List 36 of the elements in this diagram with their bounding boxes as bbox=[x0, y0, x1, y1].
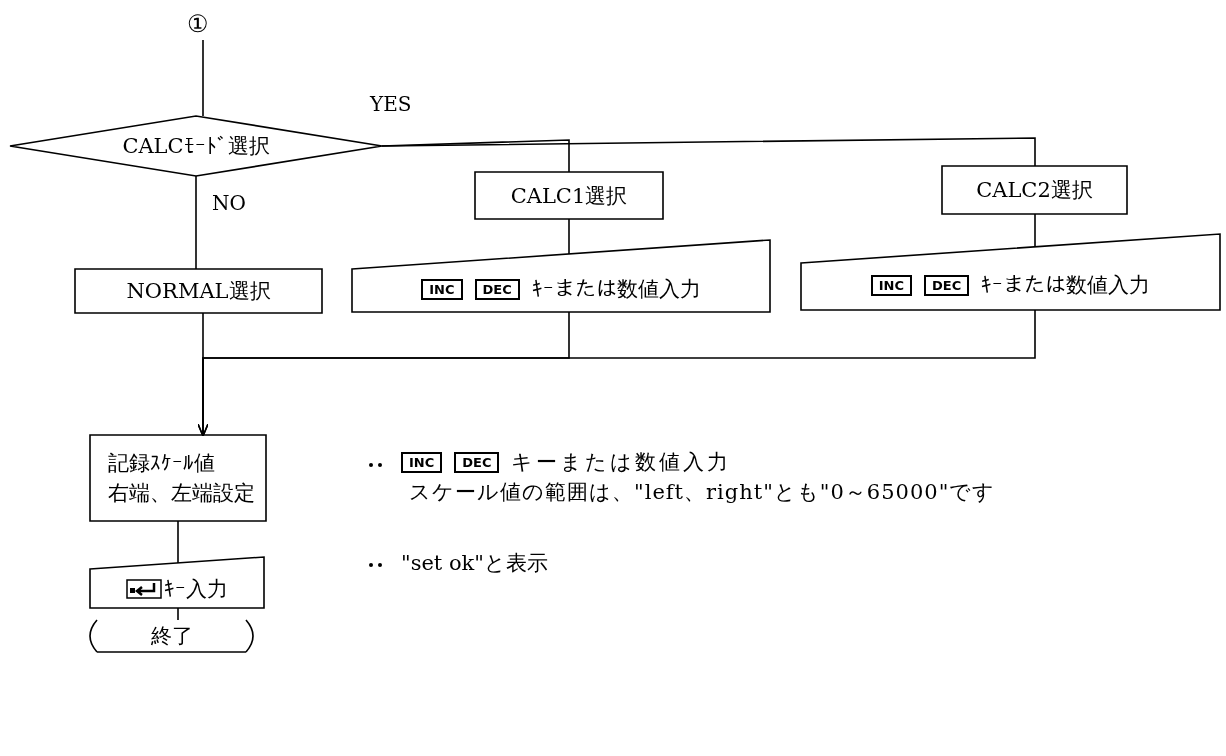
box-label: ｷｰ入力 bbox=[164, 575, 228, 603]
process-box bbox=[90, 435, 266, 521]
connector-line bbox=[177, 607, 179, 621]
box-label: ｷｰまたは数値入力 bbox=[531, 276, 701, 303]
connector-line bbox=[195, 175, 197, 270]
box-label: 右端、左端設定 bbox=[108, 480, 255, 507]
connector-number: ① bbox=[187, 10, 209, 38]
box-label: NORMAL選択 bbox=[126, 278, 271, 305]
key-cap: DEC bbox=[924, 274, 970, 296]
process-box bbox=[475, 172, 663, 219]
arrow bbox=[197, 309, 1036, 437]
note-text: キーまたは数値入力 bbox=[511, 449, 732, 476]
note-text: スケール値の範囲は、"left、right"とも"0～65000"です bbox=[409, 479, 996, 506]
connector-line bbox=[1034, 213, 1036, 248]
decision-diamond bbox=[10, 116, 382, 176]
connector-line bbox=[381, 137, 1036, 167]
key-cap: INC bbox=[421, 278, 463, 300]
key-cap: INC bbox=[401, 451, 443, 473]
key-cap: DEC bbox=[474, 278, 520, 300]
box-label: 記録ｽｹｰﾙ値 bbox=[108, 450, 215, 477]
process-box bbox=[75, 269, 322, 313]
manual-input-box bbox=[90, 557, 264, 608]
key-cap: DEC bbox=[454, 451, 500, 473]
connector-line bbox=[177, 520, 179, 564]
box-label: CALC1選択 bbox=[510, 182, 628, 210]
connector-line bbox=[568, 218, 570, 255]
note-text: "set ok"と表示 bbox=[401, 550, 548, 577]
box-label: ｷｰまたは数値入力 bbox=[981, 272, 1151, 299]
connector-line bbox=[202, 39, 204, 117]
box-label: 終了 bbox=[150, 623, 193, 650]
box-label: CALCﾓｰﾄﾞ選択 bbox=[122, 133, 270, 160]
manual-input-box bbox=[352, 240, 770, 312]
manual-input-box bbox=[801, 234, 1220, 310]
box-label: CALC2選択 bbox=[976, 177, 1093, 204]
process-box bbox=[942, 166, 1127, 214]
key-cap: INC bbox=[870, 274, 912, 296]
